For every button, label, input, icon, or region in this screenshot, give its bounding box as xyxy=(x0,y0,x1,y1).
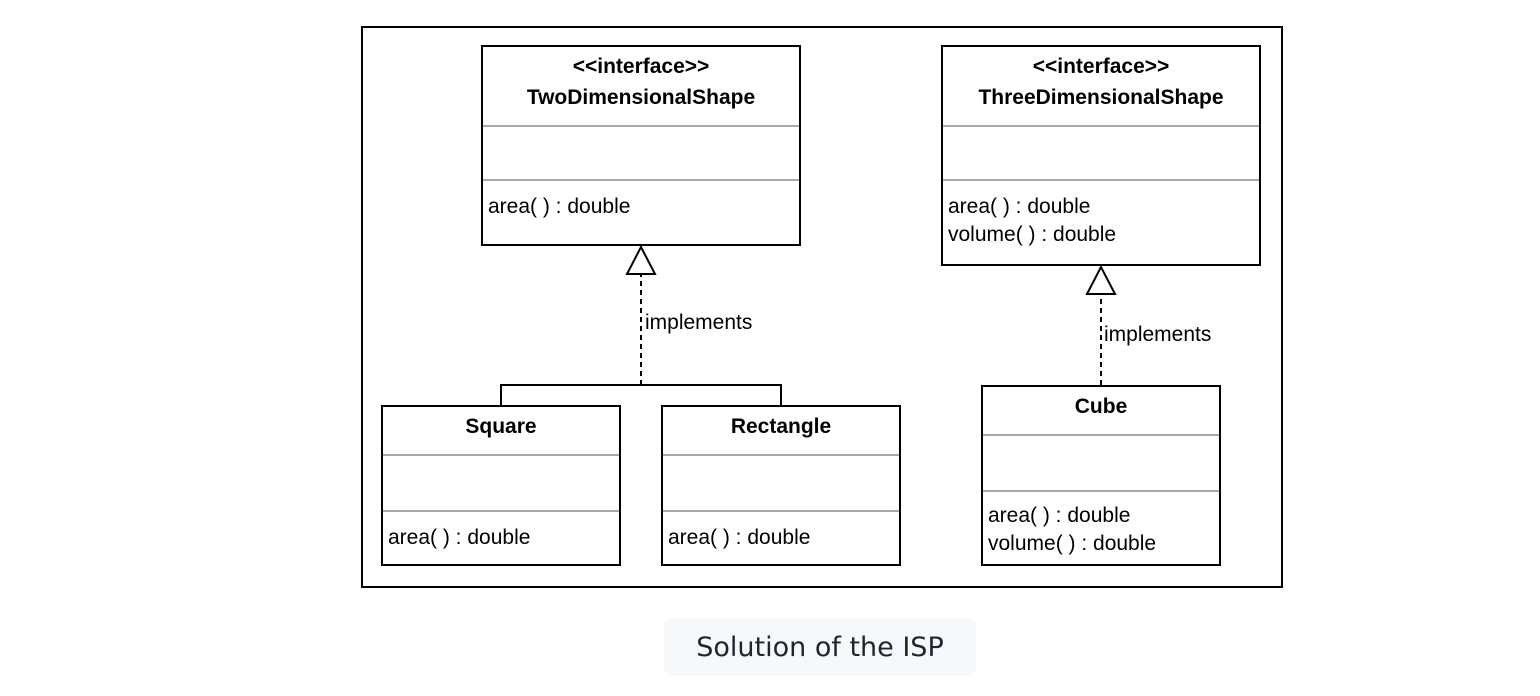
class-name: Cube xyxy=(1074,395,1128,418)
operation: area( ) : double xyxy=(988,504,1131,527)
stereotype-label: <<interface>> xyxy=(572,55,710,78)
attributes-compartment xyxy=(943,125,1259,179)
stereotype-label: <<interface>> xyxy=(1032,55,1170,78)
interface-two-dimensional-shape: <<interface>> TwoDimensionalShape area( … xyxy=(481,45,801,246)
interface-header: <<interface>> TwoDimensionalShape xyxy=(483,47,799,125)
class-header: Rectangle xyxy=(663,407,899,454)
attributes-compartment xyxy=(663,454,899,510)
caption-text: Solution of the ISP xyxy=(696,632,944,663)
figure-caption: Solution of the ISP xyxy=(664,619,976,676)
operation: area( ) : double xyxy=(488,195,631,218)
class-name: Square xyxy=(465,415,537,438)
attributes-compartment xyxy=(383,454,619,510)
interface-header: <<interface>> ThreeDimensionalShape xyxy=(943,47,1259,125)
operation: volume( ) : double xyxy=(948,223,1117,246)
operations-compartment: area( ) : double xyxy=(383,510,619,552)
interface-name: TwoDimensionalShape xyxy=(526,86,756,109)
operations-compartment: area( ) : double volume( ) : double xyxy=(983,490,1219,558)
operation: area( ) : double xyxy=(948,195,1091,218)
class-square: Square area( ) : double xyxy=(381,405,621,566)
class-rectangle: Rectangle area( ) : double xyxy=(661,405,901,566)
three-realization-arrowhead xyxy=(1085,264,1117,295)
interface-name: ThreeDimensionalShape xyxy=(978,86,1224,109)
class-header: Cube xyxy=(983,387,1219,434)
operations-compartment: area( ) : double volume( ) : double xyxy=(943,179,1259,249)
operation: area( ) : double xyxy=(668,526,811,549)
operations-compartment: area( ) : double xyxy=(663,510,899,552)
class-header: Square xyxy=(383,407,619,454)
operations-compartment: area( ) : double xyxy=(483,179,799,221)
two-relation-label: implements xyxy=(645,311,753,334)
diagram-frame xyxy=(361,26,1283,588)
class-name: Rectangle xyxy=(730,415,832,438)
three-relation-label: implements xyxy=(1104,323,1212,346)
attributes-compartment xyxy=(983,434,1219,490)
operation: area( ) : double xyxy=(388,526,531,549)
class-cube: Cube area( ) : double volume( ) : double xyxy=(981,385,1221,566)
interface-three-dimensional-shape: <<interface>> ThreeDimensionalShape area… xyxy=(941,45,1261,266)
operation: volume( ) : double xyxy=(988,532,1157,555)
attributes-compartment xyxy=(483,125,799,179)
two-realization-arrowhead xyxy=(625,244,657,275)
